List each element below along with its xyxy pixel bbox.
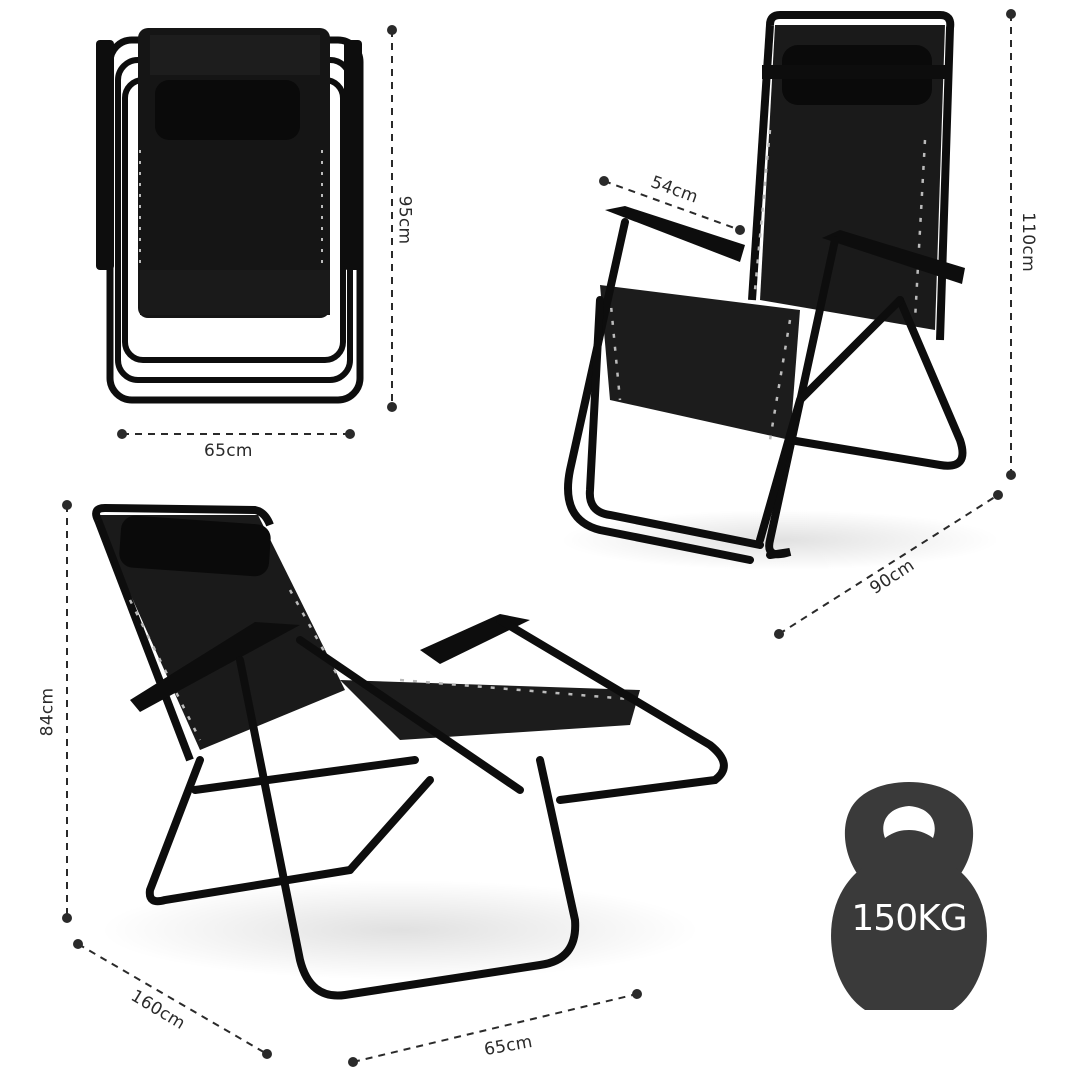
- reclined-height-label: 84cm: [37, 687, 58, 737]
- folded-height-dimension: [387, 25, 397, 412]
- upright-height-label: 110cm: [1017, 212, 1038, 272]
- folded-height-label: 95cm: [394, 195, 415, 245]
- folded-width-label: 65cm: [204, 441, 253, 461]
- upright-chair: [560, 11, 1000, 570]
- upright-depth-dimension: [774, 490, 1003, 639]
- reclined-length-dimension: [73, 939, 272, 1059]
- upright-height-dimension: [1006, 9, 1016, 480]
- weight-capacity-label: 150KG: [851, 898, 967, 939]
- upright-seat-width-dimension: [599, 176, 745, 235]
- reclined-width-dimension: [348, 989, 642, 1067]
- folded-chair: [96, 28, 364, 404]
- folded-width-dimension: [117, 429, 355, 439]
- reclined-chair: [92, 503, 728, 1000]
- reclined-height-dimension: [62, 500, 72, 923]
- kettlebell-icon: [831, 782, 987, 1010]
